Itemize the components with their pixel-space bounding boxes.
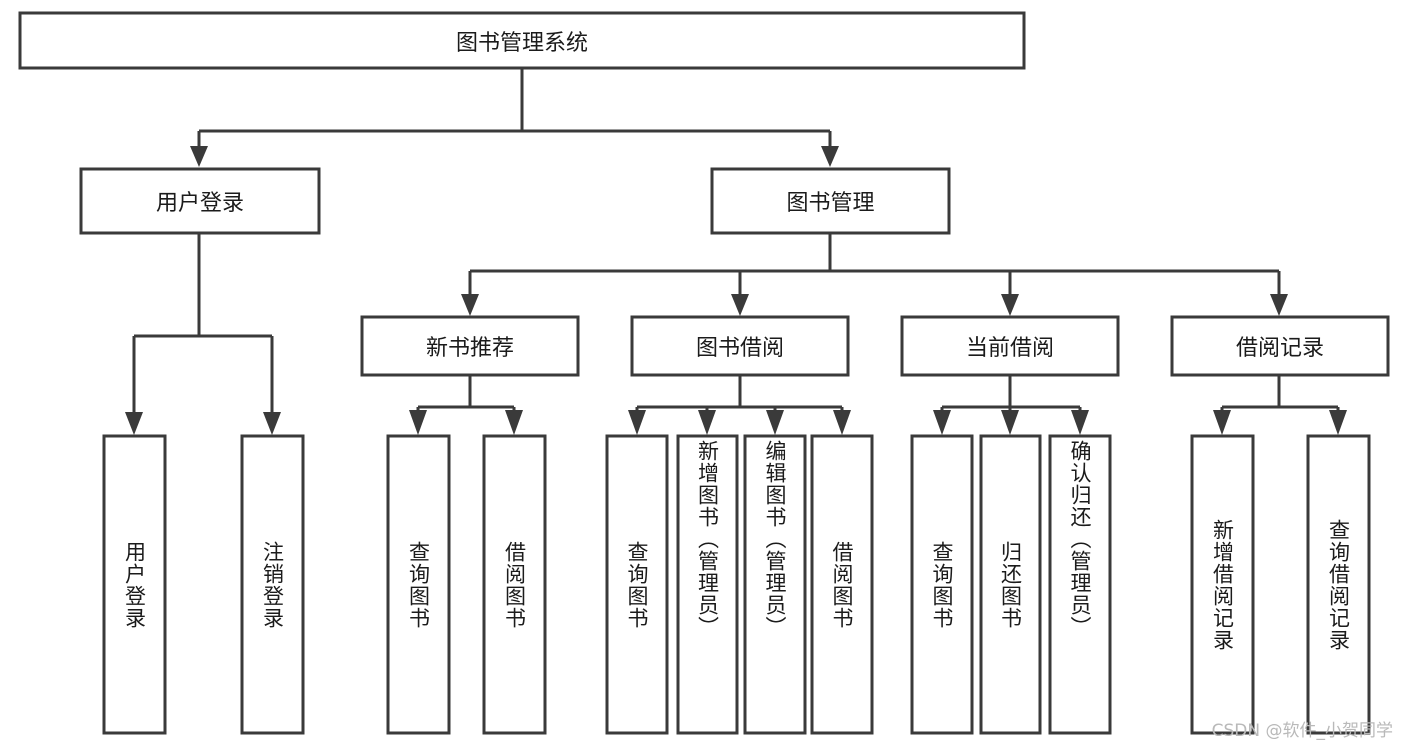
node-leaf-logout-box[interactable] bbox=[240, 434, 305, 735]
arrowhead-to-borrow-record bbox=[1270, 294, 1288, 316]
watermark-text: CSDN @软件_小贺同学 bbox=[1211, 721, 1393, 741]
arrowhead-current-borrow-leaf-2 bbox=[1001, 410, 1019, 435]
arrowhead-user-login-leaf-1 bbox=[125, 412, 143, 435]
node-new-book-recommend-box[interactable] bbox=[360, 315, 580, 377]
arrowhead-to-new-book-recommend bbox=[461, 294, 479, 316]
arrowhead-current-borrow-leaf-3 bbox=[1071, 410, 1089, 435]
arrowhead-root-to-book-mgmt bbox=[821, 146, 839, 167]
arrowhead-book-borrow-leaf-2 bbox=[698, 410, 716, 435]
arrowhead-new-book-leaf-2 bbox=[505, 410, 523, 435]
arrowhead-new-book-leaf-1 bbox=[409, 410, 427, 435]
node-leaf-borrow-book-1-box[interactable] bbox=[482, 434, 547, 735]
node-book-borrow-box[interactable] bbox=[630, 315, 850, 377]
node-borrow-record-box[interactable] bbox=[1170, 315, 1390, 377]
node-root-box[interactable] bbox=[18, 11, 1026, 70]
node-leaf-edit-book-box[interactable] bbox=[743, 434, 807, 735]
arrowhead-book-borrow-leaf-1 bbox=[628, 410, 646, 435]
node-leaf-user-login-box[interactable] bbox=[102, 434, 167, 735]
node-current-borrow-box[interactable] bbox=[900, 315, 1120, 377]
node-leaf-query-book-2-box[interactable] bbox=[605, 434, 669, 735]
arrowhead-borrow-record-leaf-2 bbox=[1329, 410, 1347, 435]
arrowhead-book-borrow-leaf-4 bbox=[833, 410, 851, 435]
node-leaf-borrow-book-2-box[interactable] bbox=[810, 434, 874, 735]
node-leaf-confirm-return-box[interactable] bbox=[1048, 434, 1112, 735]
arrowhead-current-borrow-leaf-1 bbox=[933, 410, 951, 435]
node-user-login-box[interactable] bbox=[79, 167, 321, 235]
node-leaf-query-book-3-box[interactable] bbox=[910, 434, 974, 735]
arrowhead-root-to-user-login bbox=[190, 146, 208, 167]
node-leaf-query-book-1-box[interactable] bbox=[386, 434, 451, 735]
arrowhead-to-book-borrow bbox=[731, 294, 749, 316]
node-leaf-add-record-box[interactable] bbox=[1190, 434, 1255, 735]
arrowhead-borrow-record-leaf-1 bbox=[1213, 410, 1231, 435]
arrowhead-book-borrow-leaf-3 bbox=[766, 410, 784, 435]
node-book-management-box[interactable] bbox=[710, 167, 951, 235]
arrowhead-to-current-borrow bbox=[1001, 294, 1019, 316]
node-leaf-add-book-box[interactable] bbox=[676, 434, 739, 735]
node-leaf-return-book-box[interactable] bbox=[979, 434, 1042, 735]
node-leaf-query-record-box[interactable] bbox=[1306, 434, 1371, 735]
arrowhead-user-login-leaf-2 bbox=[263, 412, 281, 435]
